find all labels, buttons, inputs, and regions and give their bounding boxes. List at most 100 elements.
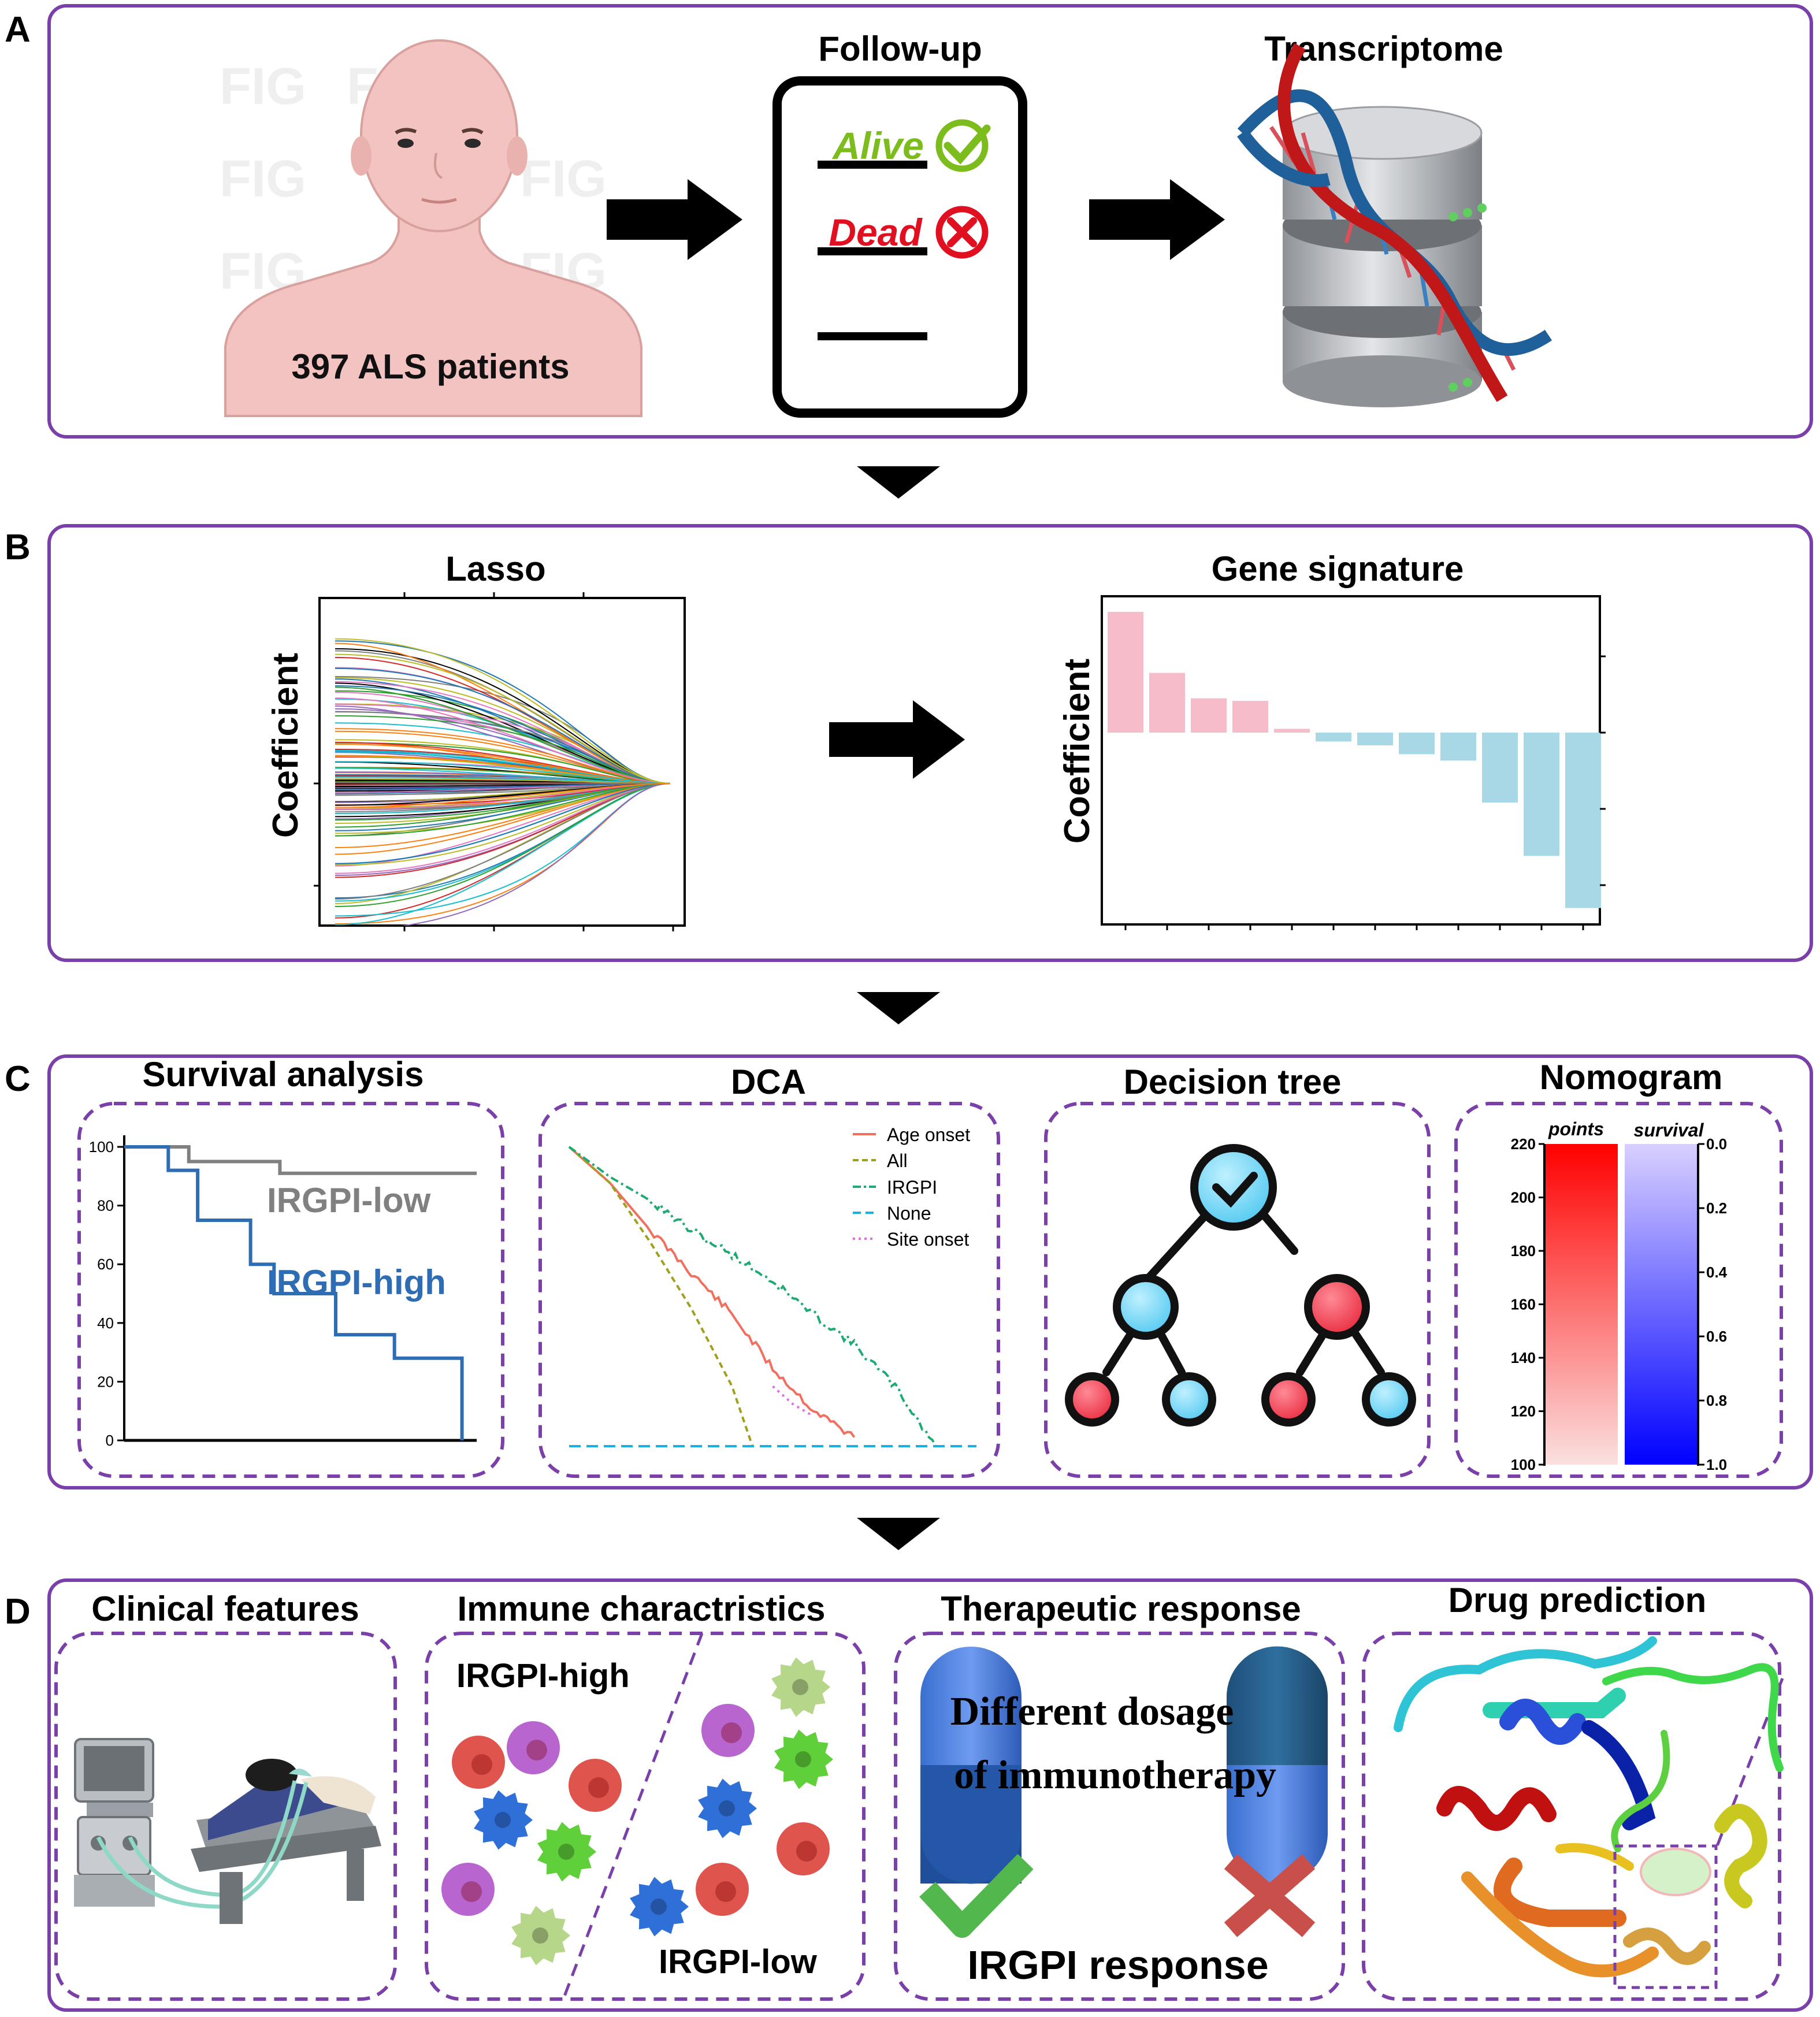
signature-bar (1108, 612, 1143, 733)
lasso-path (335, 783, 671, 828)
dca-legend: Age onset All IRGPI None Site onset (853, 1124, 970, 1250)
cell-nucleus (719, 1800, 735, 1817)
cell-nucleus (588, 1777, 609, 1798)
immune-cells (441, 1657, 833, 1966)
panel-b: B Lasso Coefficient Gene signature Coeff… (5, 524, 1813, 962)
cell-nucleus (495, 1812, 511, 1828)
panel-letter-d: D (5, 1592, 31, 1632)
dca-plot (568, 1146, 976, 1447)
arrow-right-icon (829, 700, 965, 779)
clinical-box (54, 1632, 397, 2001)
cross-icon (1224, 1854, 1316, 1937)
immune-cell (771, 1657, 830, 1717)
nomogram-box (1454, 1102, 1783, 1478)
database-icon: Transcriptome (1237, 29, 1552, 407)
check-circle-icon (935, 119, 991, 172)
survival-tick-label: 0.2 (1706, 1199, 1727, 1217)
points-tick-label: 100 (1511, 1456, 1536, 1473)
dca-curve (568, 1146, 754, 1447)
lasso-path (335, 782, 671, 784)
therapy-response: IRGPI response (967, 1942, 1268, 1988)
lasso-path (401, 783, 671, 926)
survival-y-tick-label: 80 (97, 1197, 114, 1214)
therapy-box (894, 1632, 1345, 2001)
immune-cell (452, 1736, 505, 1789)
tree-title: Decision tree (1124, 1063, 1342, 1101)
signature-bar (1524, 733, 1559, 856)
decision-tree-icon (1065, 1144, 1416, 1427)
signature-bar (1399, 733, 1435, 755)
arrow-down-icon (857, 466, 940, 499)
survival-gradient-bar (1625, 1144, 1697, 1465)
survival-tick-label: 0.8 (1706, 1392, 1727, 1409)
cell-nucleus (651, 1899, 667, 1915)
immune-cell (777, 1822, 830, 1875)
survival-y-tick-label: 60 (97, 1255, 114, 1273)
lasso-path (335, 783, 671, 808)
arrow-down-icon (857, 992, 940, 1024)
signature-bar (1274, 729, 1310, 733)
signature-bar (1357, 733, 1393, 745)
signature-bar (1232, 701, 1268, 733)
legend-age-onset: Age onset (887, 1124, 970, 1145)
nomogram-title: Nomogram (1540, 1058, 1723, 1097)
points-tick-label: 180 (1511, 1242, 1536, 1260)
lasso-path (335, 697, 671, 784)
immune-cell (507, 1721, 560, 1774)
immune-divider (562, 1633, 704, 2000)
panel-d-frame (47, 1578, 1813, 2012)
signature-bar (1316, 733, 1351, 742)
cell-nucleus (558, 1844, 574, 1860)
points-tick-label: 140 (1511, 1349, 1536, 1366)
alive-label: Alive (831, 124, 924, 167)
signature-title: Gene signature (1212, 549, 1464, 588)
immune-cell (569, 1759, 622, 1812)
panel-a-frame (47, 4, 1813, 439)
cell-nucleus (715, 1881, 736, 1902)
immune-cell (537, 1822, 596, 1882)
immune-high-label: IRGPI-high (456, 1657, 630, 1695)
legend-all: All (887, 1150, 908, 1171)
dca-curve (568, 1146, 937, 1447)
survival-curve-low (124, 1145, 477, 1175)
survival-y-tick-label: 0 (106, 1432, 114, 1449)
lasso-ylabel: Coefficient (266, 653, 306, 838)
survival-title: Survival analysis (143, 1055, 424, 1094)
survival-curve-high (124, 1145, 464, 1440)
panel-letter-a: A (5, 10, 31, 50)
signature-bar (1440, 733, 1476, 761)
panel-d: D Clinical features Immune charactristic… (5, 1578, 1813, 2012)
pill-icon (1227, 1646, 1328, 1884)
dna-icon (1237, 43, 1552, 402)
cell-nucleus (526, 1740, 547, 1760)
arrow-down-icon (857, 1518, 940, 1550)
cross-circle-icon (935, 206, 989, 259)
dca-title: DCA (731, 1063, 806, 1101)
cell-nucleus (792, 1679, 808, 1695)
pill-icon (920, 1647, 1022, 1884)
points-tick-label: 220 (1511, 1135, 1536, 1153)
immune-title: Immune charactristics (458, 1589, 826, 1628)
legend-none: None (887, 1203, 931, 1224)
survival-tick-label: 0.4 (1706, 1264, 1728, 1281)
points-tick-label: 200 (1511, 1189, 1536, 1206)
panel-b-frame (47, 524, 1813, 962)
panel-letter-b: B (5, 528, 31, 567)
panel-c-frame (47, 1054, 1813, 1489)
dca-box (538, 1102, 1000, 1478)
cell-nucleus (471, 1754, 492, 1775)
lasso-paths (335, 638, 671, 926)
therapy-title: Therapeutic response (941, 1589, 1301, 1628)
svg-text:FIG: FIG (220, 150, 306, 208)
therapy-line2: of immunotherapy (954, 1753, 1276, 1797)
survival-high-label: IRGPI-high (267, 1263, 446, 1302)
binding-site-box (1613, 1844, 1718, 1989)
signature-bar (1565, 733, 1601, 908)
arrow-right-icon (1089, 179, 1225, 260)
check-icon (919, 1853, 1034, 1938)
immune-cell (630, 1877, 689, 1937)
legend-site-onset: Site onset (887, 1229, 969, 1250)
